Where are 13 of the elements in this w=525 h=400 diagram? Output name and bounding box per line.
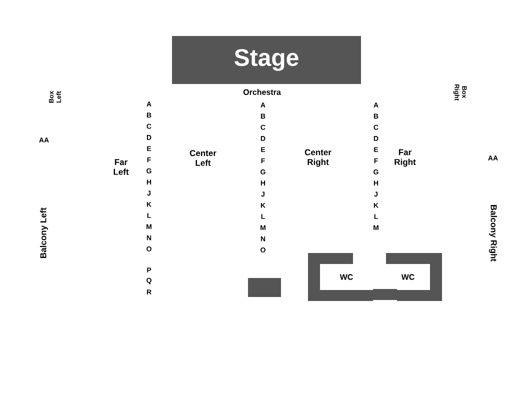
section-label: Balcony Right [489, 205, 497, 262]
node-label: WC [340, 274, 353, 280]
section-label: Center Right [304, 149, 332, 167]
restroom: WC [386, 253, 442, 301]
block [248, 278, 281, 297]
stage-block: Stage [172, 36, 361, 84]
section-label: Far Left [114, 159, 129, 175]
node-label: WC [401, 274, 414, 280]
section-label: Far Right [394, 149, 416, 167]
restroom: WC [308, 253, 373, 301]
block [373, 289, 397, 300]
section-label: Center Left [190, 150, 216, 166]
section-label: Balcony Left [40, 208, 48, 258]
